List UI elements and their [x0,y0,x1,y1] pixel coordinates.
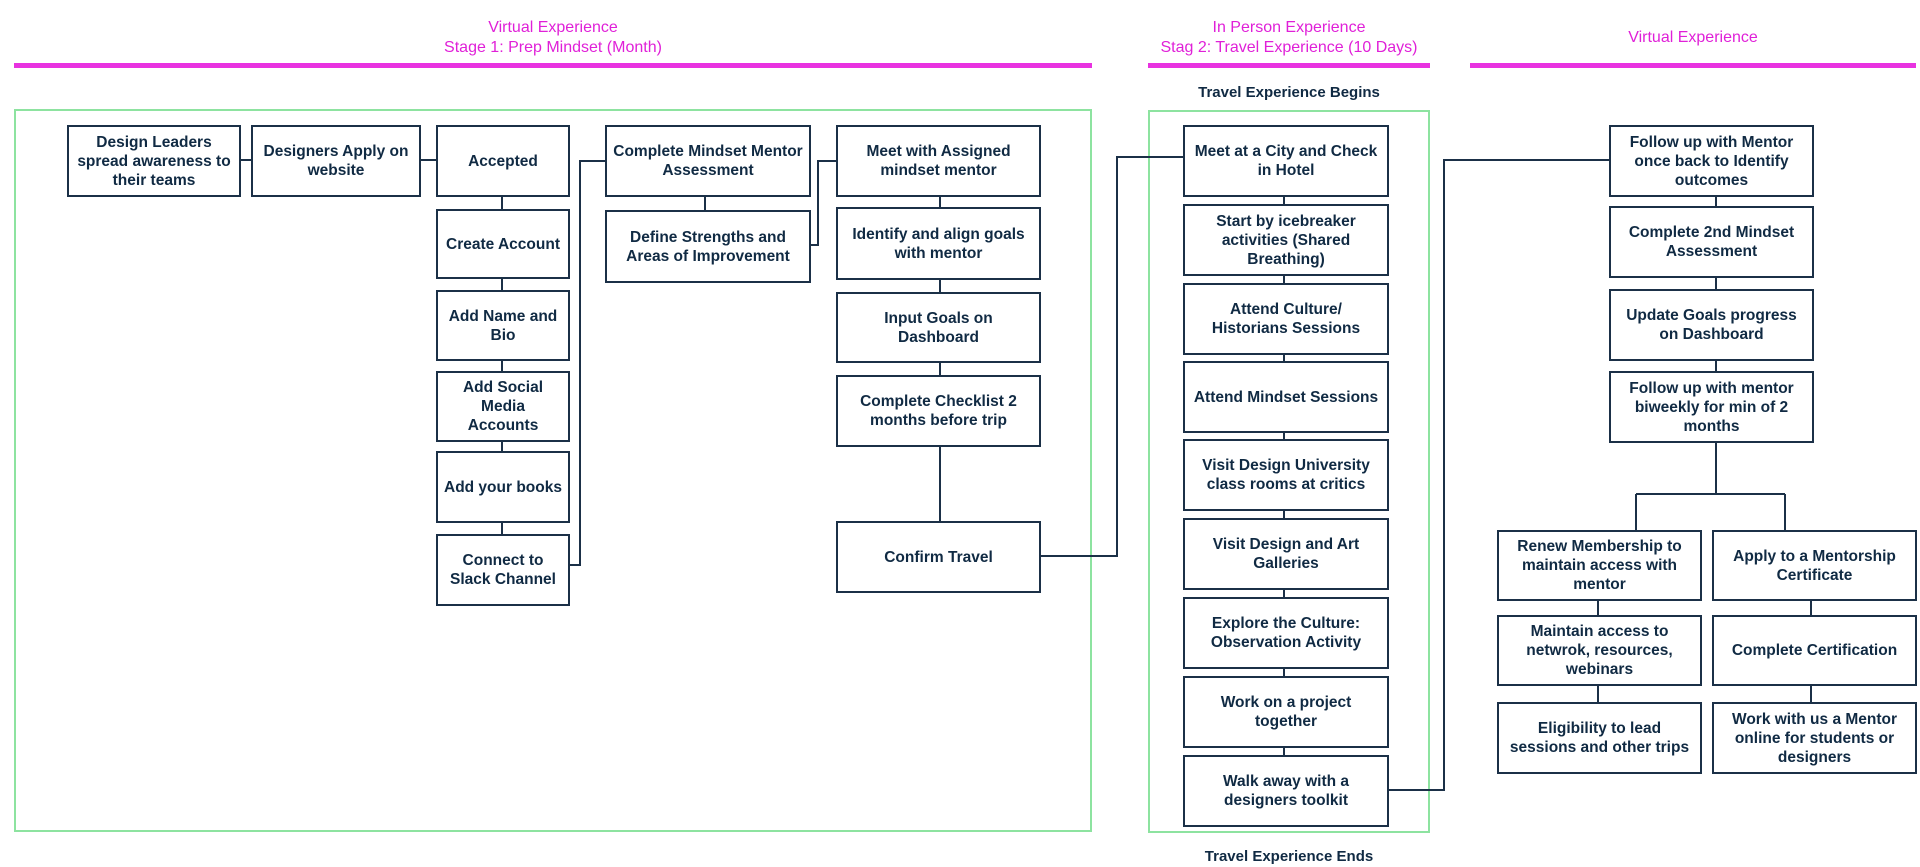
apply-certificate-step: Apply to a Mentorship Certificate [1712,530,1917,601]
create-account-step: Create Account [436,209,570,279]
stage2-type: In Person Experience [1212,19,1366,36]
toolkit-step: Walk away with a designers toolkit [1183,755,1389,827]
meet-city-step: Meet at a City and Check in Hotel [1183,125,1389,197]
stage2-header: In Person Experience Stag 2: Travel Expe… [1148,18,1430,58]
identify-goals-step: Identify and align goals with mentor [836,207,1041,280]
stage2-title: Stag 2: Travel Experience (10 Days) [1160,39,1418,56]
icebreaker-step: Start by icebreaker activities (Shared B… [1183,204,1389,276]
stage1-bar [14,63,1092,68]
follow-up-outcomes-step: Follow up with Mentor once back to Ident… [1609,125,1814,197]
stage2-bar [1148,63,1430,68]
stage3-type: Virtual Experience [1628,29,1758,46]
mindset-assessment-step: Complete Mindset Mentor Assessment [605,125,811,197]
stage1-frame [14,109,1092,832]
maintain-access-step: Maintain access to netwrok, resources, w… [1497,615,1702,686]
culture-sessions-step: Attend Culture/ Historians Sessions [1183,283,1389,355]
stage1-header: Virtual Experience Stage 1: Prep Mindset… [14,18,1092,58]
work-with-us-step: Work with us a Mentor online for student… [1712,702,1917,774]
complete-certification-step: Complete Certification [1712,615,1917,686]
galleries-step: Visit Design and Art Galleries [1183,518,1389,590]
define-strengths-step: Define Strengths and Areas of Improvemen… [605,210,811,283]
checklist-step: Complete Checklist 2 months before trip [836,375,1041,447]
meet-mentor-step: Meet with Assigned mindset mentor [836,125,1041,197]
stage3-bar [1470,63,1916,68]
update-goals-step: Update Goals progress on Dashboard [1609,289,1814,361]
stage1-title: Stage 1: Prep Mindset (Month) [444,39,662,56]
connect-slack-step: Connect to Slack Channel [436,534,570,606]
add-name-bio-step: Add Name and Bio [436,290,570,361]
design-leaders-step: Design Leaders spread awareness to their… [67,125,241,197]
add-social-step: Add Social Media Accounts [436,371,570,442]
stage1-type: Virtual Experience [488,19,618,36]
add-books-step: Add your books [436,451,570,523]
eligibility-step: Eligibility to lead sessions and other t… [1497,702,1702,774]
project-step: Work on a project together [1183,676,1389,748]
confirm-travel-step: Confirm Travel [836,521,1041,593]
accepted-step: Accepted [436,125,570,197]
renew-membership-step: Renew Membership to maintain access with… [1497,530,1702,601]
travel-begins-caption: Travel Experience Begins [1198,84,1380,101]
second-assessment-step: Complete 2nd Mindset Assessment [1609,206,1814,278]
input-goals-step: Input Goals on Dashboard [836,292,1041,363]
explore-culture-step: Explore the Culture: Observation Activit… [1183,597,1389,669]
stage2-frame [1148,110,1430,833]
travel-ends-caption: Travel Experience Ends [1204,848,1374,865]
mindset-sessions-step: Attend Mindset Sessions [1183,361,1389,433]
stage3-header: Virtual Experience [1470,28,1916,48]
designers-apply-step: Designers Apply on website [251,125,421,197]
design-university-step: Visit Design University class rooms at c… [1183,439,1389,511]
biweekly-followup-step: Follow up with mentor biweekly for min o… [1609,371,1814,443]
